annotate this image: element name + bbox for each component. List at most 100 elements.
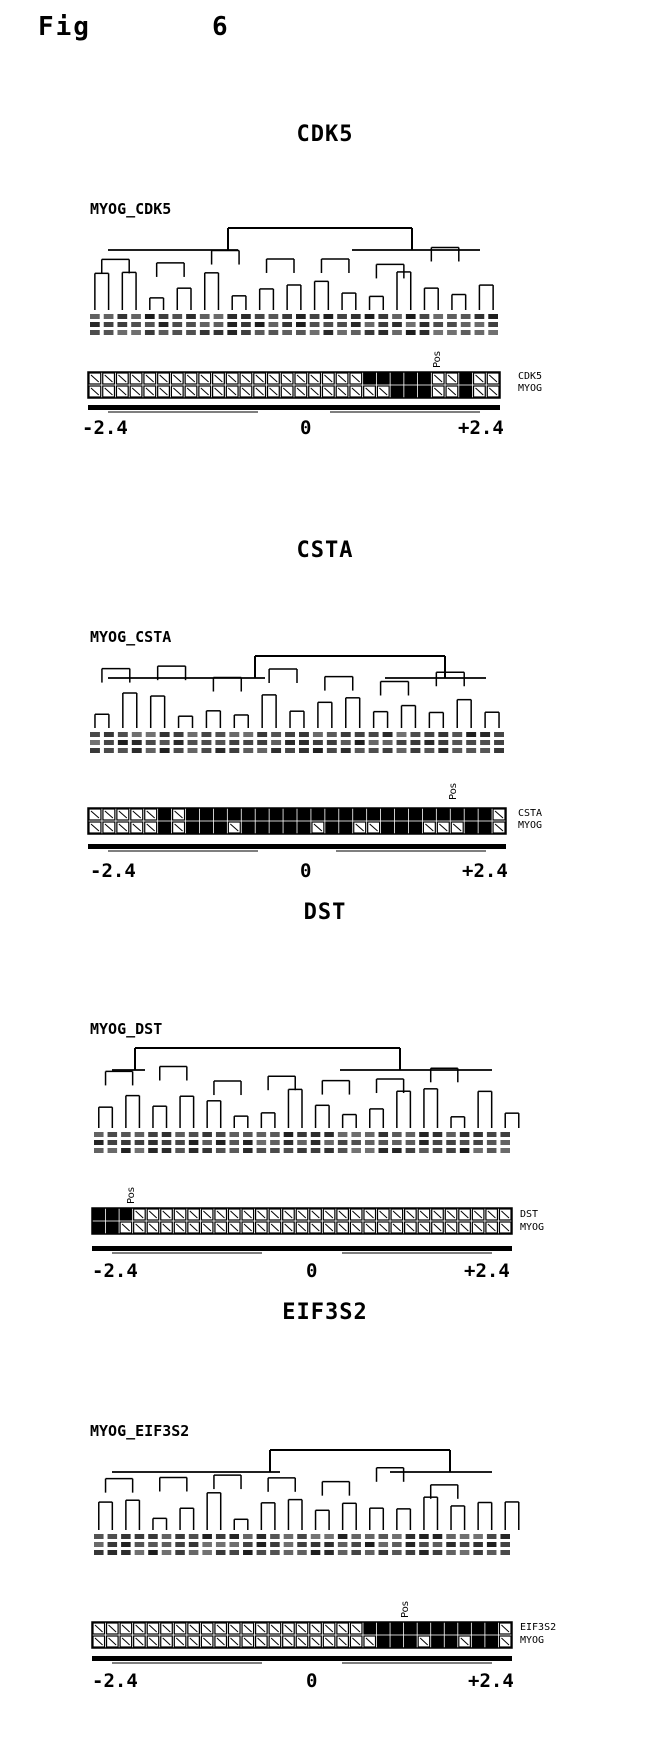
leaf-label-mark [419, 1140, 429, 1145]
leaf-label-mark [311, 1140, 321, 1145]
leaf-label-mark [108, 1542, 118, 1547]
leaf-label-mark [351, 314, 361, 319]
leaf-label-mark [406, 1132, 416, 1137]
leaf-label-mark [488, 314, 498, 319]
row-label-csta-1: CSTA [518, 808, 542, 819]
leaf-label-mark [410, 748, 420, 753]
leaf-label-mark [420, 330, 430, 335]
leaf-label-mark [243, 1132, 253, 1137]
leaf-label-mark [310, 330, 320, 335]
heatmap-cell [405, 373, 417, 384]
leaf-label-mark [257, 740, 267, 745]
leaf-label-mark [494, 748, 504, 753]
leaf-label-mark [271, 748, 281, 753]
leaf-label-mark [365, 1148, 375, 1153]
leaf-label-mark [487, 1148, 497, 1153]
leaf-label-mark [446, 1534, 456, 1539]
pos-label-csta: Pos [448, 783, 459, 800]
leaf-label-mark [410, 740, 420, 745]
leaf-label-mark [271, 740, 281, 745]
leaf-label-mark [369, 740, 379, 745]
leaf-label-mark [270, 1550, 280, 1555]
leaf-label-mark [162, 1534, 172, 1539]
leaf-label-mark [188, 740, 198, 745]
dendrogram-csta [0, 648, 650, 768]
leaf-label-mark [419, 1148, 429, 1153]
leaf-label-mark [282, 330, 292, 335]
heatmap-cell [326, 822, 338, 833]
heatmap-cell [242, 809, 254, 820]
heatmap-cell [242, 822, 254, 833]
leaf-label-mark [433, 1550, 443, 1555]
leaf-label-mark [118, 748, 128, 753]
leaf-label-mark [94, 1132, 104, 1137]
leaf-label-mark [438, 740, 448, 745]
leaf-label-mark [406, 322, 416, 327]
leaf-label-mark [355, 740, 365, 745]
leaf-label-mark [461, 330, 471, 335]
leaf-label-mark [461, 322, 471, 327]
leaf-label-mark [438, 748, 448, 753]
leaf-label-mark [500, 1132, 510, 1137]
leaf-label-mark [257, 748, 267, 753]
leaf-label-mark [132, 748, 142, 753]
leaf-label-mark [365, 330, 375, 335]
leaf-label-mark [172, 322, 182, 327]
heatmap-cell [391, 373, 403, 384]
leaf-label-mark [365, 314, 375, 319]
leaf-label-mark [189, 1132, 199, 1137]
leaf-label-mark [397, 748, 407, 753]
leaf-label-mark [460, 1550, 470, 1555]
heatmap-cell [256, 809, 268, 820]
leaf-label-mark [327, 732, 337, 737]
leaf-label-mark [383, 732, 393, 737]
leaf-label-mark [446, 1542, 456, 1547]
leaf-label-mark [473, 1534, 483, 1539]
heatmap-cell [284, 822, 296, 833]
leaf-label-mark [313, 748, 323, 753]
leaf-label-mark [104, 314, 114, 319]
leaf-label-mark [392, 1148, 402, 1153]
scale-bar [88, 405, 500, 410]
leaf-label-mark [475, 314, 485, 319]
leaf-label-mark [135, 1132, 145, 1137]
leaf-label-mark [202, 1550, 212, 1555]
pos-label-eif3s2: Pos [400, 1601, 411, 1618]
leaf-label-mark [189, 1534, 199, 1539]
leaf-label-mark [406, 1148, 416, 1153]
row-label-cdk5-2: MYOG [518, 383, 542, 394]
leaf-label-mark [500, 1148, 510, 1153]
leaf-label-mark [285, 740, 295, 745]
leaf-label-mark [121, 1534, 131, 1539]
leaf-label-mark [121, 1140, 131, 1145]
heatmap-cell [437, 809, 449, 820]
heatmap-cell [486, 1636, 498, 1647]
panel-title-cdk5: CDK5 [0, 122, 650, 147]
heatmap-cell [409, 822, 421, 833]
leaf-label-mark [162, 1132, 172, 1137]
leaf-label-mark [406, 330, 416, 335]
leaf-label-mark [189, 1148, 199, 1153]
leaf-label-mark [216, 1534, 226, 1539]
heatmap-cell [382, 822, 394, 833]
leaf-label-mark [500, 1140, 510, 1145]
heatmap-cell [382, 809, 394, 820]
leaf-label-mark [255, 314, 265, 319]
leaf-label-mark [383, 740, 393, 745]
leaf-label-mark [452, 732, 462, 737]
leaf-label-mark [131, 314, 141, 319]
heatmap-cell [445, 1636, 457, 1647]
scale-mid-eif3s2: 0 [306, 1670, 317, 1692]
scale-bar [92, 1656, 512, 1661]
leaf-label-mark [174, 732, 184, 737]
leaf-label-mark [121, 1148, 131, 1153]
leaf-label-mark [202, 1140, 212, 1145]
leaf-label-mark [446, 1132, 456, 1137]
leaf-label-mark [487, 1534, 497, 1539]
leaf-label-mark [324, 1140, 334, 1145]
leaf-label-mark [108, 1148, 118, 1153]
leaf-label-mark [460, 1140, 470, 1145]
heatmap-cell [340, 809, 352, 820]
leaf-label-mark [108, 1550, 118, 1555]
leaf-label-mark [229, 1132, 239, 1137]
